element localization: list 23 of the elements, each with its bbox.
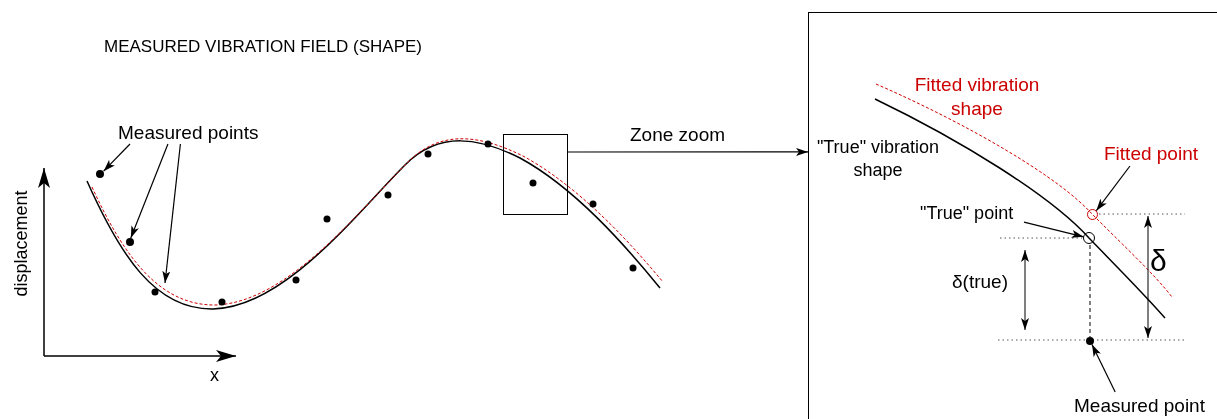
callout-text: Fitted point [1104, 140, 1214, 166]
zoom-box [503, 134, 568, 215]
leader-line [103, 143, 131, 172]
leader-line [1091, 344, 1116, 393]
axis-label: x [210, 364, 220, 387]
leader-line [130, 143, 169, 239]
leader-line [1095, 165, 1131, 212]
diagram-title: MEASURED VIBRATION FIELD (SHAPE) [104, 36, 422, 58]
callout-text: "True" point [920, 200, 1024, 226]
axis-label: displacement [9, 189, 32, 299]
dimension-label: δ(true) [952, 270, 1009, 294]
measured-point [126, 238, 134, 246]
leader-line [1023, 221, 1085, 238]
zoom-panel [808, 12, 1217, 419]
curve-label: Fitted vibration shape [913, 73, 1041, 121]
curve-label: "True" vibration shape [815, 136, 941, 182]
measured-point [96, 170, 104, 178]
measured-point [1086, 337, 1094, 345]
leader-line [162, 143, 181, 284]
arrow [567, 147, 809, 156]
callout-text: Measured point [1074, 392, 1216, 418]
dimension-label: δ [1150, 243, 1168, 279]
callout-text: Measured points [118, 119, 274, 144]
